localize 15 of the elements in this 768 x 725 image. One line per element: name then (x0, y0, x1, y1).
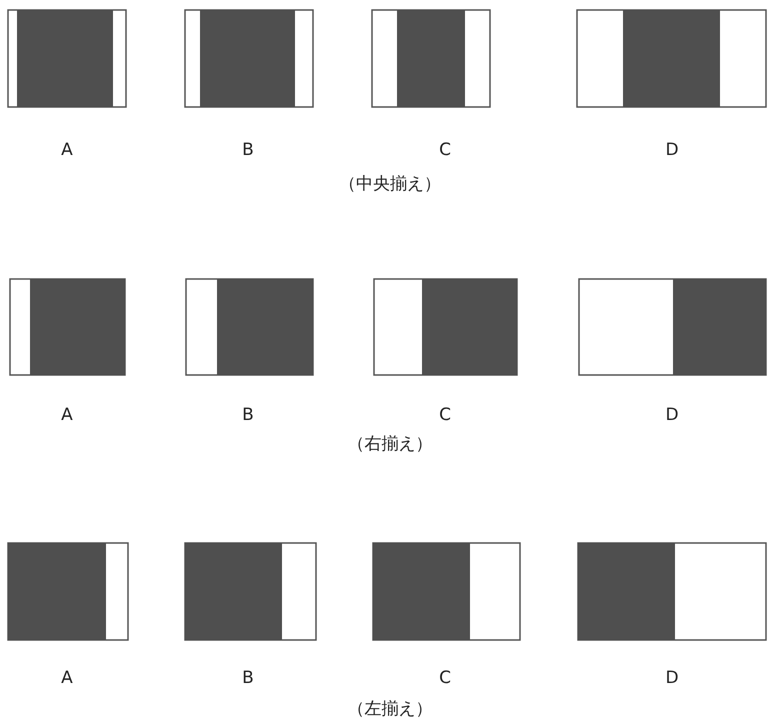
alignment-caption: （左揃え） (348, 698, 432, 720)
panel-letter: D (665, 405, 679, 425)
panel-letter: B (242, 668, 254, 688)
panel-letter: C (439, 140, 451, 160)
panel-letter: A (61, 405, 73, 425)
panel-letter: B (242, 405, 254, 425)
panel-letter: A (61, 140, 73, 160)
panel-letter: C (439, 405, 451, 425)
panel-letter: B (242, 140, 254, 160)
panel-letter: D (665, 140, 679, 160)
alignment-caption: （中央揃え） (339, 173, 441, 195)
alignment-caption: （右揃え） (348, 433, 432, 455)
panel-letter: C (439, 668, 451, 688)
panel-letter: A (61, 668, 73, 688)
panel-letter: D (665, 668, 679, 688)
